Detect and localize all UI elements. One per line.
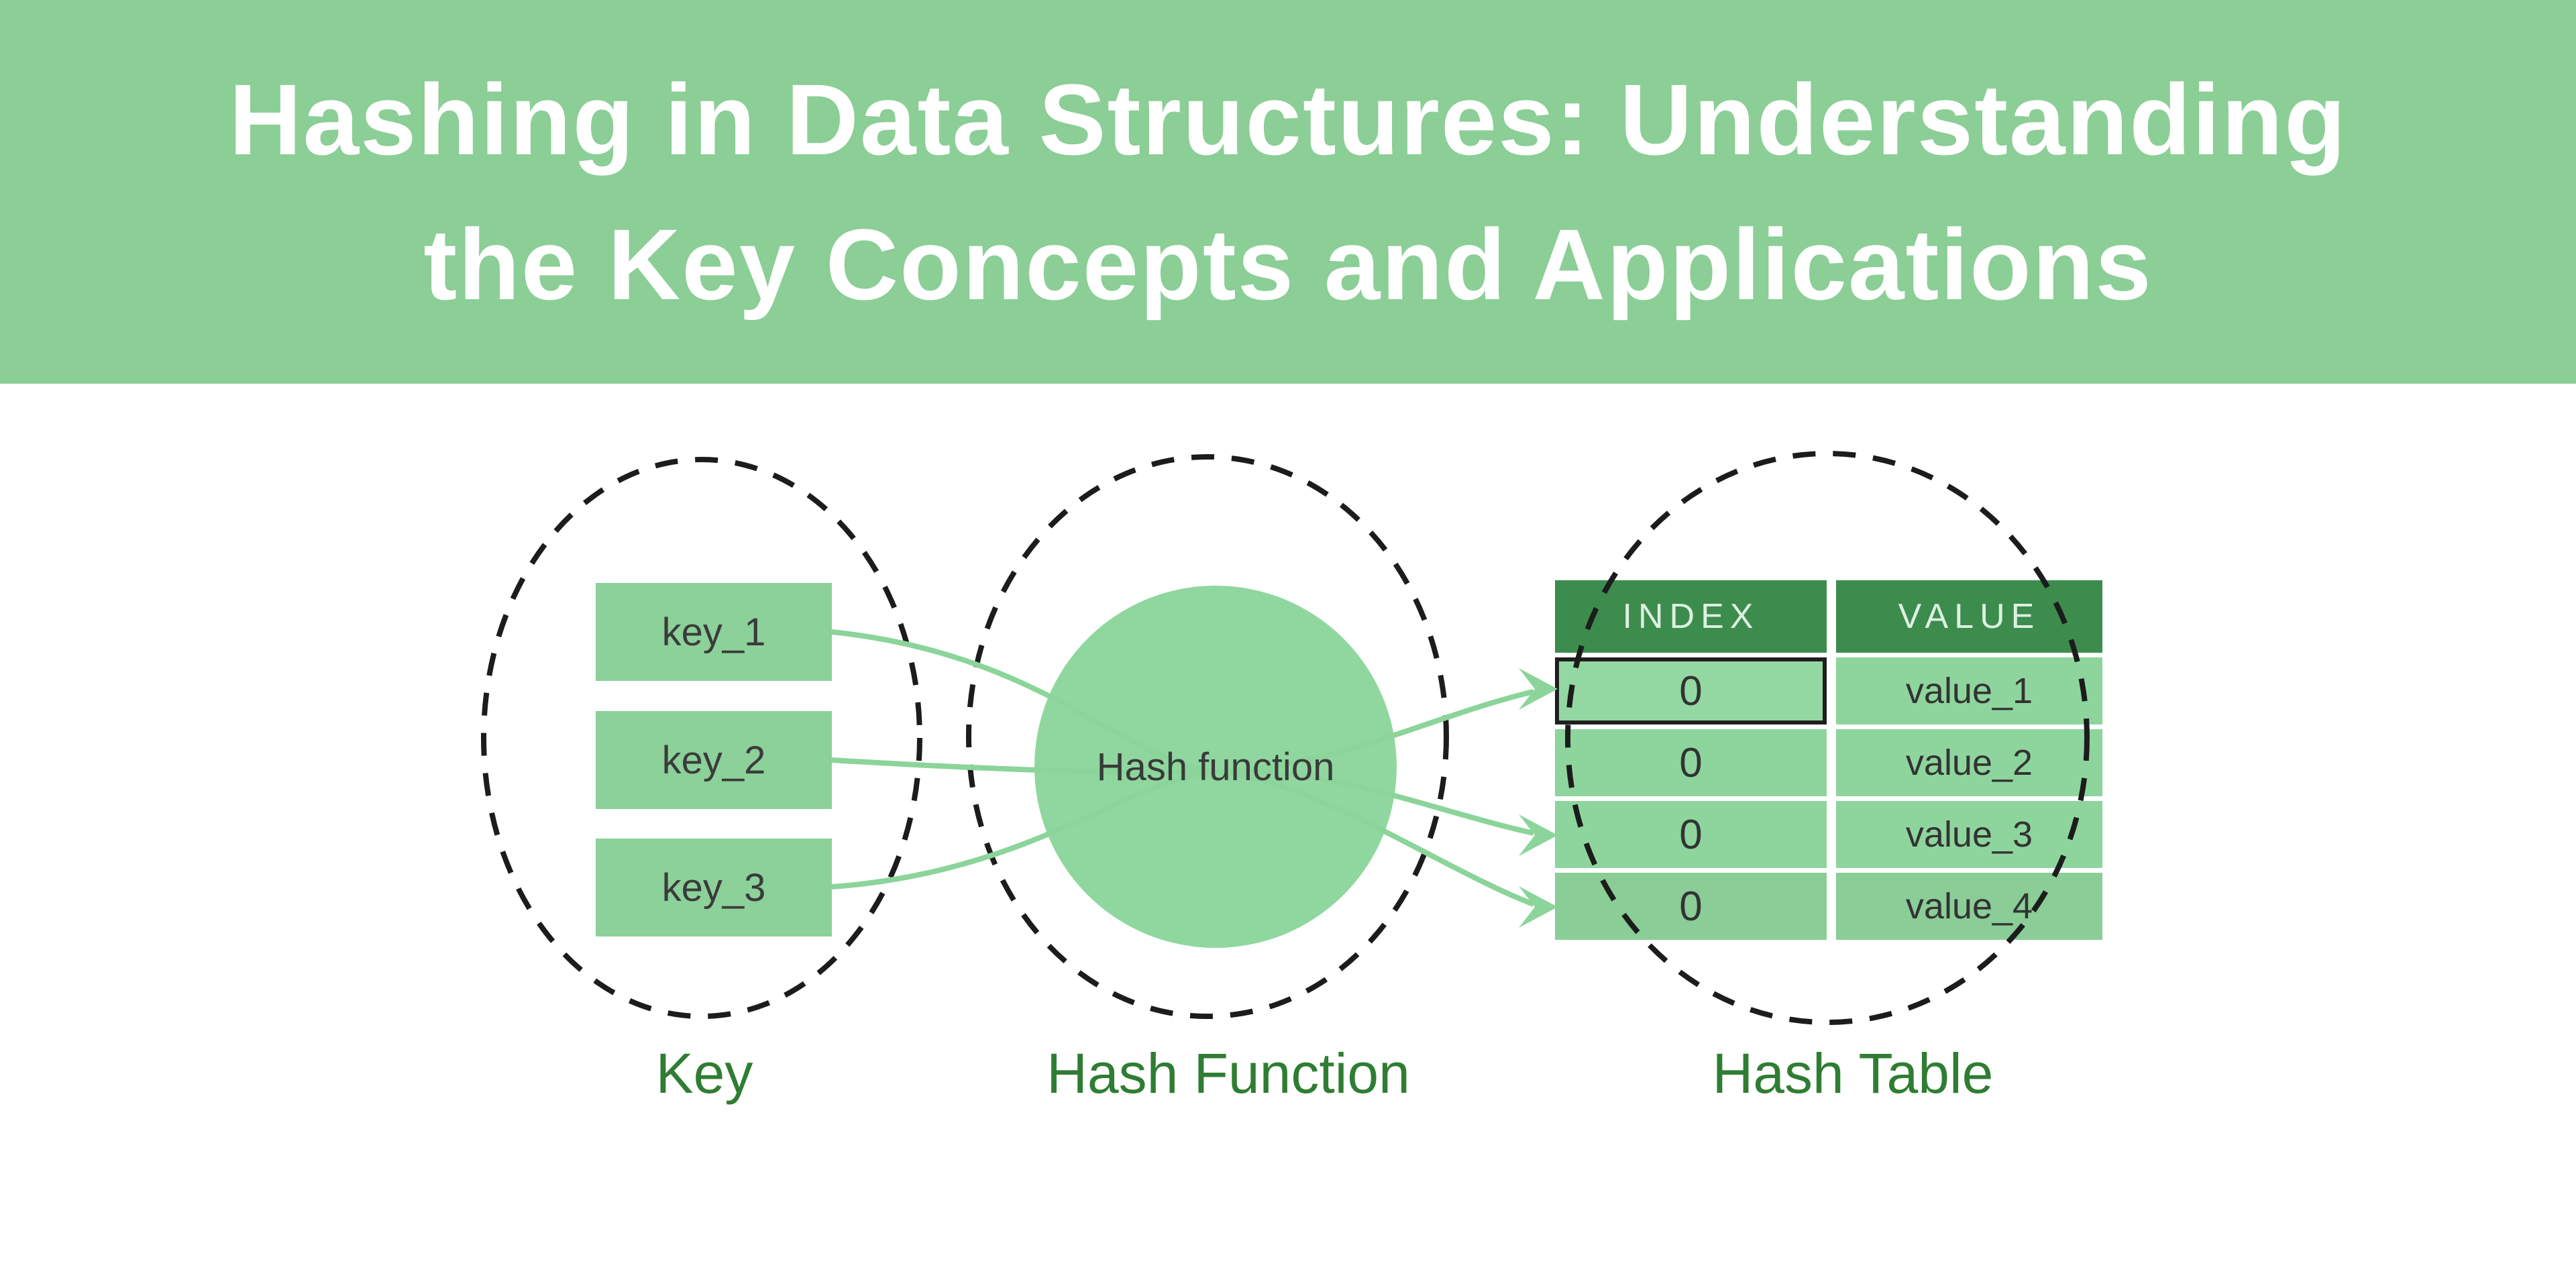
key-box-2-label: key_2 (661, 738, 766, 782)
table-cell-value-row4: value_4 (1836, 873, 2102, 940)
table-cell-index-row4: 0 (1555, 873, 1827, 940)
table-cell-value-row1: value_1 (1836, 657, 2102, 724)
table-cell-index-row2: 0 (1555, 729, 1827, 796)
key-box-3: key_3 (596, 839, 832, 936)
arrowhead-icon-row4 (1519, 886, 1558, 928)
caption-hash-function: Hash Function (1046, 1042, 1410, 1105)
page-title-line-1: Hashing in Data Structures: Understandin… (229, 63, 2347, 176)
table-cell-value-row3: value_3 (1836, 801, 2102, 868)
hash-table: INDEX VALUE 0 value_1 0 value_2 0 value_… (1555, 580, 2102, 940)
arrowhead-icon-row3 (1519, 814, 1558, 856)
hero-banner: Hashing in Data Structures: Understandin… (0, 0, 2576, 384)
key-box-1-label: key_1 (661, 610, 766, 654)
key-box-1: key_1 (596, 583, 832, 681)
arrowhead-icon-row1 (1519, 668, 1558, 710)
hash-function-disc-label: Hash function (1096, 745, 1335, 789)
caption-hash-table: Hash Table (1712, 1042, 1994, 1105)
table-cell-value-row2: value_2 (1836, 729, 2102, 796)
page-title-line-2: the Key Concepts and Applications (423, 208, 2153, 321)
key-box-3-label: key_3 (661, 865, 766, 910)
table-cell-index-row1: 0 (1555, 657, 1827, 724)
hash-table-header-index: INDEX (1555, 580, 1827, 653)
hash-table-header-value: VALUE (1836, 580, 2102, 653)
caption-key: Key (655, 1042, 753, 1105)
table-cell-index-row3: 0 (1555, 801, 1827, 868)
key-box-2: key_2 (596, 711, 832, 809)
